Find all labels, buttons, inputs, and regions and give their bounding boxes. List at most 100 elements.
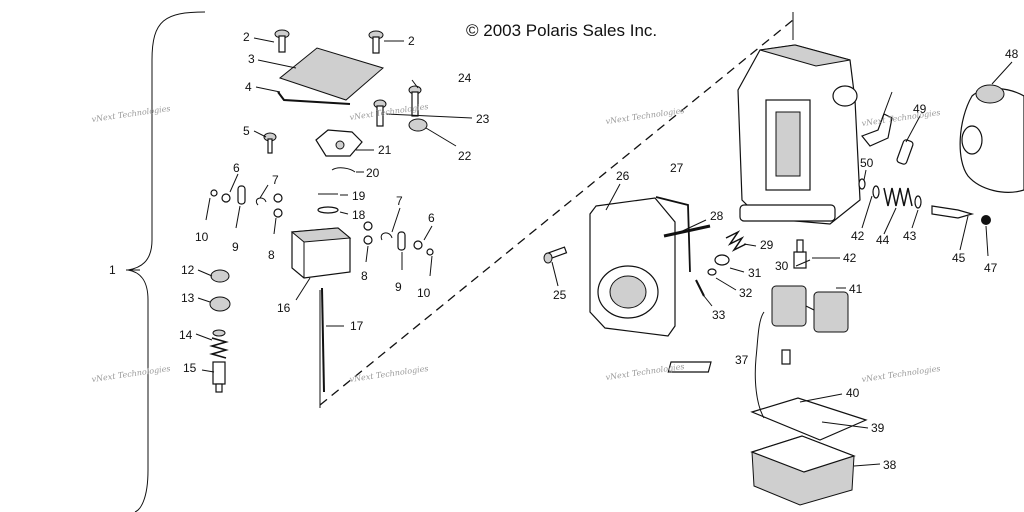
callout-label: 29 — [760, 238, 774, 252]
shaft-part — [663, 224, 711, 238]
spring-part — [209, 329, 229, 359]
screw-part — [274, 29, 290, 53]
callout-label: 37 — [735, 353, 749, 367]
pin-part — [695, 279, 705, 297]
callout-label: 45 — [952, 251, 966, 265]
washer-part — [363, 235, 373, 245]
carburetor-flange-part — [589, 197, 676, 337]
callout-label: 22 — [458, 149, 472, 163]
o-ring-part — [714, 254, 730, 266]
throttle-housing-part — [959, 84, 1024, 193]
spring-part — [725, 230, 747, 252]
bowl-gasket-part — [750, 397, 868, 441]
callout-label: 19 — [352, 189, 366, 203]
callout-label: 9 — [395, 280, 402, 294]
callout-label: 48 — [1005, 47, 1019, 61]
cable-part — [655, 196, 691, 273]
spring-clip-part — [397, 231, 406, 251]
nut-part — [209, 296, 231, 312]
washer-part — [872, 185, 880, 199]
callout-label: 2 — [408, 34, 415, 48]
assembly-brace — [127, 11, 206, 512]
callout-label: 49 — [913, 102, 927, 116]
callout-label: 17 — [350, 319, 364, 333]
o-ring-part — [858, 178, 866, 190]
pilot-screw-part — [931, 205, 975, 219]
cover-plate-part — [278, 47, 385, 101]
callout-label: 47 — [984, 261, 998, 275]
callout-label: 4 — [245, 80, 252, 94]
bracket-part — [315, 129, 363, 157]
callout-label: 44 — [876, 233, 890, 247]
callout-label: 16 — [277, 301, 291, 315]
callout-label: 1 — [109, 263, 116, 277]
callout-label: 8 — [361, 269, 368, 283]
callout-label: 8 — [268, 248, 275, 262]
elbow-fitting-part — [861, 113, 893, 147]
screw-part — [263, 132, 277, 154]
cap-part — [210, 269, 230, 283]
nut-part — [408, 118, 428, 132]
callout-label: 41 — [849, 282, 863, 296]
screw-part — [373, 99, 387, 127]
callout-label: 6 — [428, 211, 435, 225]
callout-label: 50 — [860, 156, 874, 170]
screw-part — [368, 30, 384, 54]
washer-part — [413, 240, 423, 250]
watermark: vNext Technologies — [605, 362, 685, 382]
washer-part — [914, 195, 922, 209]
callout-label: 38 — [883, 458, 897, 472]
callout-label: 28 — [710, 209, 724, 223]
callout-label: 32 — [739, 286, 753, 300]
ring-part — [317, 206, 339, 214]
bracket-33-line — [754, 311, 765, 419]
watermark: vNext Technologies — [91, 364, 171, 384]
float-pin-part — [667, 349, 791, 373]
callout-label: 24 — [458, 71, 472, 85]
screw-part — [543, 246, 568, 264]
gasket-part — [277, 91, 351, 105]
copyright-notice: © 2003 Polaris Sales Inc. — [466, 21, 657, 40]
callout-label: 31 — [748, 266, 762, 280]
callout-label: 7 — [272, 173, 279, 187]
e-ring-part — [255, 197, 267, 206]
plunger-part — [212, 361, 226, 393]
plug-ball-part — [981, 215, 991, 225]
watermark: vNext Technologies — [861, 108, 941, 128]
callout-label: 13 — [181, 291, 195, 305]
callout-label: 5 — [243, 124, 250, 138]
jet-part — [896, 139, 914, 165]
watermark: vNext Technologies — [605, 106, 685, 126]
washer-part — [426, 248, 434, 256]
callout-label: 27 — [670, 161, 684, 175]
callout-label: 14 — [179, 328, 193, 342]
callout-label: 9 — [232, 240, 239, 254]
float-bowl-part — [750, 435, 856, 506]
callout-label: 12 — [181, 263, 195, 277]
float-pair-part — [771, 285, 849, 333]
callout-label: 42 — [843, 251, 857, 265]
spring-part — [883, 187, 913, 207]
callout-label: 3 — [248, 52, 255, 66]
callout-label: 39 — [871, 421, 885, 435]
watermark: vNext Technologies — [91, 104, 171, 124]
callout-label: 21 — [378, 143, 392, 157]
needle-part — [321, 287, 325, 393]
watermark: vNext Technologies — [861, 364, 941, 384]
callout-label: 25 — [553, 288, 567, 302]
separator-dashed-line — [319, 19, 794, 406]
washer-part — [363, 221, 373, 231]
float-part — [290, 227, 352, 279]
callout-label: 10 — [195, 230, 209, 244]
callout-label: 18 — [352, 208, 366, 222]
callout-label: 43 — [903, 229, 917, 243]
callout-label: 10 — [417, 286, 431, 300]
callout-label: 30 — [775, 259, 789, 273]
callout-label: 42 — [851, 229, 865, 243]
washer-part — [221, 193, 231, 203]
callout-label: 6 — [233, 161, 240, 175]
callout-label: 26 — [616, 169, 630, 183]
callout-label: 40 — [846, 386, 860, 400]
